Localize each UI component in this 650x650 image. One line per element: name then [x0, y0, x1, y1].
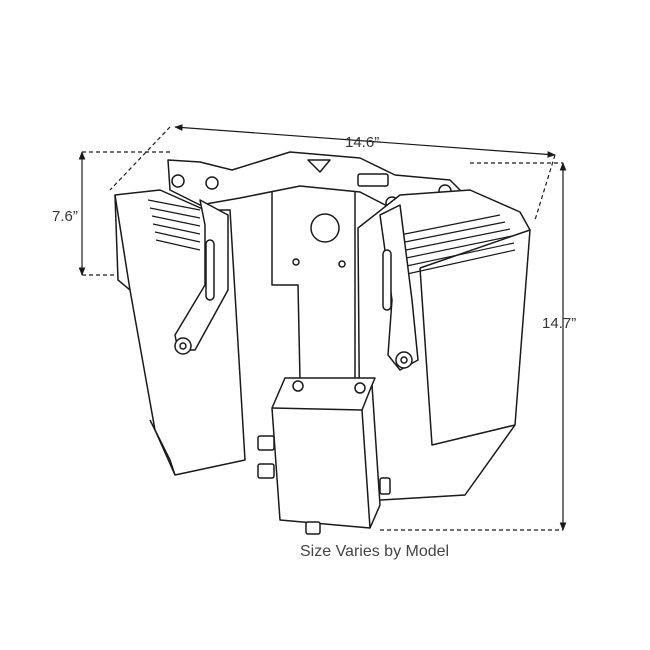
caption: Size Varies by Model	[300, 543, 450, 560]
height-dimension	[380, 162, 567, 531]
depth-dimension	[78, 151, 170, 276]
width-label: 14.6”	[345, 134, 379, 151]
mounting-plate	[271, 169, 356, 381]
width-dimension	[109, 124, 556, 221]
height-label: 14.7”	[542, 315, 576, 332]
mounting-hole	[310, 213, 340, 243]
junction-box	[271, 377, 381, 529]
fixture-illustration	[114, 151, 531, 535]
cable-glands	[257, 435, 391, 535]
depth-label: 7.6”	[52, 208, 78, 225]
left-heatsink-fins	[147, 199, 201, 251]
